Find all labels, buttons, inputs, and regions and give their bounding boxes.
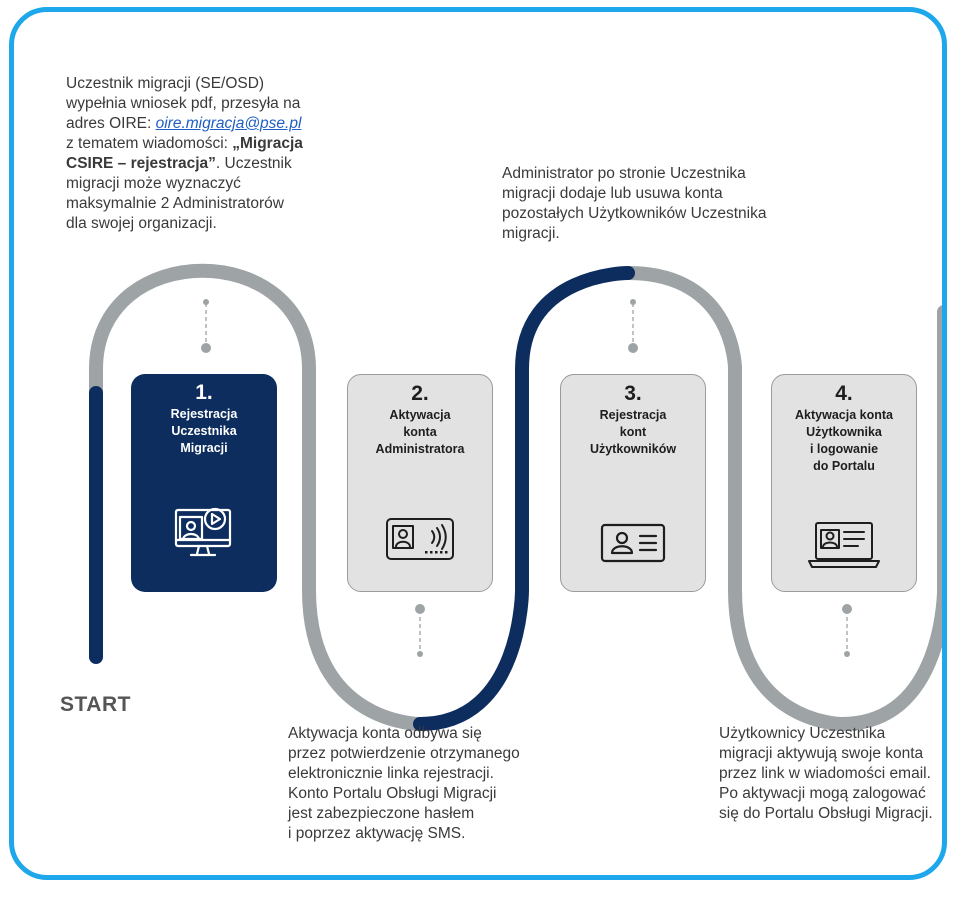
id-card-contactless-icon <box>386 518 454 560</box>
step2-desc-line: jest zabezpieczone hasłem <box>288 805 475 822</box>
step1-desc-line: Uczestnik migracji (SE/OSD) <box>66 75 265 92</box>
step4-desc-line: się do Portalu Obsługi Migracji. <box>719 805 933 822</box>
step2-desc-line: i poprzez aktywację SMS. <box>288 825 466 842</box>
step2-desc-line: przez potwierdzenie otrzymanego <box>288 745 520 762</box>
step-card-1: 1. Rejestracja Uczestnika Migracji <box>131 374 277 592</box>
oire-email-link[interactable]: oire.migracja@pse.pl <box>155 115 302 132</box>
step-number: 1. <box>195 381 213 404</box>
step3-desc-line: migracji dodaje lub usuwa konta <box>502 185 723 202</box>
step-title-line: Aktywacja konta <box>795 408 893 422</box>
step2-desc-line: Konto Portalu Obsługi Migracji <box>288 785 497 802</box>
timeline-track <box>89 263 942 731</box>
step1-desc-line: wypełnia wniosek pdf, przesyła na <box>66 95 301 112</box>
step-title-line: Użytkownika <box>806 425 882 439</box>
step3-desc-line: Administrator po stronie Uczestnika <box>502 165 746 182</box>
step1-desc-line: . Uczestnik <box>215 155 292 172</box>
step-title-line: Użytkowników <box>589 442 677 456</box>
step1-desc-line: maksymalnie 2 Administratorów <box>66 195 284 212</box>
step4-desc-line: Użytkownicy Uczestnika <box>719 725 886 742</box>
step1-desc-line: z tematem wiadomości: <box>66 135 233 152</box>
step4-desc-line: przez link w wiadomości email. <box>719 765 931 782</box>
monitor-video-user-icon <box>174 507 232 557</box>
step2-desc-line: elektronicznie linka rejestracji. <box>288 765 494 782</box>
step-card-2: 2. Aktywacja konta Administratora <box>347 374 493 592</box>
step-title-line: i logowanie <box>809 442 879 456</box>
step-title-line: Aktywacja <box>389 408 451 422</box>
step1-desc-line: migracji może wyznaczyć <box>66 175 241 192</box>
step-number: 3. <box>624 382 642 405</box>
step-title-line: Uczestnika <box>171 424 237 438</box>
step-title-line: Rejestracja <box>170 407 238 421</box>
step1-desc-line: dla swojej organizacji. <box>66 215 217 232</box>
step2-desc-line: Aktywacja konta odbywa się <box>288 725 482 742</box>
step3-description: Administrator po stronie Uczestnika migr… <box>502 164 766 244</box>
step-title-line: kont <box>619 425 647 439</box>
email-subject-part1: „Migracja <box>232 135 303 152</box>
step-title-line: konta <box>403 425 437 439</box>
step-number: 2. <box>411 382 429 405</box>
step2-description: Aktywacja konta odbywa się przez potwier… <box>288 724 520 844</box>
step4-description: Użytkownicy Uczestnika migracji aktywują… <box>719 724 933 824</box>
step-card-3: 3. Rejestracja kont Użytkowników <box>560 374 706 592</box>
step-title-line: Rejestracja <box>599 408 667 422</box>
step3-desc-line: migracji. <box>502 225 560 242</box>
step1-description: Uczestnik migracji (SE/OSD) wypełnia wni… <box>66 74 303 234</box>
step-title-line: Migracji <box>180 441 228 455</box>
step-number: 4. <box>835 382 853 405</box>
step1-desc-line: adres OIRE: <box>66 115 156 132</box>
step-title-line: Administratora <box>375 442 465 456</box>
user-card-icon <box>600 523 666 563</box>
email-subject-part2: CSIRE – rejestracja” <box>66 155 216 172</box>
step4-desc-line: Po aktywacji mogą zalogować <box>719 785 926 802</box>
step-title-line: do Portalu <box>813 459 875 473</box>
infographic-frame: Uczestnik migracji (SE/OSD) wypełnia wni… <box>9 7 947 880</box>
step-card-4: 4. Aktywacja konta Użytkownika i logowan… <box>771 374 917 592</box>
start-label: START <box>60 693 131 716</box>
step4-desc-line: migracji aktywują swoje konta <box>719 745 924 762</box>
step3-desc-line: pozostałych Użytkowników Uczestnika <box>502 205 767 222</box>
laptop-user-card-icon <box>808 522 880 568</box>
